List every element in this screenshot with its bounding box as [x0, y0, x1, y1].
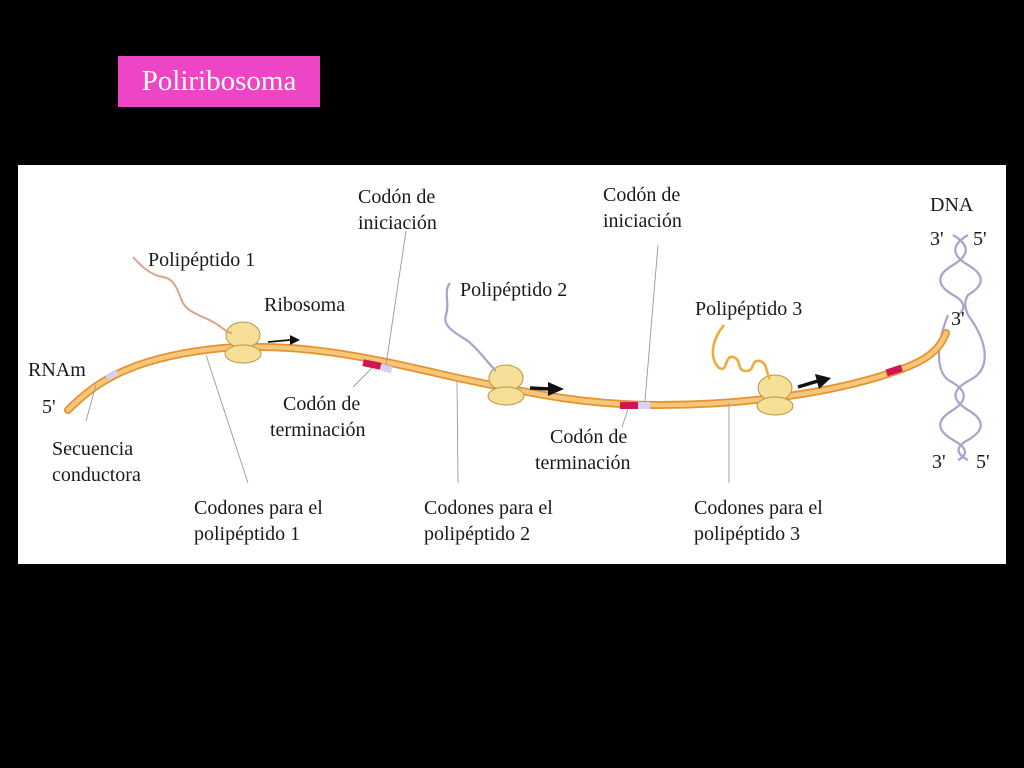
dna-bottom-three-prime: 3': [932, 451, 946, 473]
dna-label: DNA: [930, 194, 974, 216]
leader-sequence-label-line1: Secuencia: [52, 438, 133, 460]
leader-lines: [85, 230, 730, 484]
ribosome-3: [756, 374, 794, 416]
stop-codon-1-label-line2: terminación: [270, 419, 366, 441]
ribosome-2-direction-arrow: [529, 382, 564, 396]
dna-helix: [938, 234, 986, 461]
dna-middle-three-prime: 3': [951, 308, 965, 330]
ribosome-1-direction-arrow: [267, 335, 300, 345]
codons-2-label-line1: Codones para el: [424, 497, 553, 519]
stop-codon-marker-1: [362, 359, 382, 370]
mrna-strand: [64, 329, 950, 414]
polypeptide-3-label: Polipéptido 3: [695, 298, 802, 320]
codons-3-label-line1: Codones para el: [694, 497, 823, 519]
stop-codon-2-label-line1: Codón de: [550, 426, 627, 448]
leader-start-codon-marker: [105, 369, 119, 381]
stop-codon-marker-3: [885, 364, 903, 377]
codons-1-label-line1: Codones para el: [194, 497, 323, 519]
stop-codon-marker-2: [620, 402, 638, 409]
codons-1-label-line2: polipéptido 1: [194, 523, 300, 545]
codons-2-label-line2: polipéptido 2: [424, 523, 530, 545]
start-codon-marker-1: [380, 364, 393, 374]
polypeptide-1-chain: [132, 256, 233, 334]
ribosome-3-direction-arrow: [797, 374, 831, 389]
start-codon-2-label-line1: Codón de: [603, 184, 680, 206]
ribosome-label: Ribosoma: [264, 294, 345, 316]
stop-codon-1-label-line1: Codón de: [283, 393, 360, 415]
dna-bottom-five-prime: 5': [976, 451, 990, 473]
polypeptide-2-chain: [444, 282, 497, 372]
mrna-label: RNAm: [28, 359, 86, 381]
polypeptide-2-label: Polipéptido 2: [460, 279, 567, 301]
dna-top-three-prime: 3': [930, 228, 944, 250]
polyribosome-diagram: RNAm 5' Secuencia conductora Polipéptido…: [18, 165, 1006, 564]
start-codon-marker-2: [638, 402, 650, 409]
start-codon-2-label-line2: iniciación: [603, 210, 682, 232]
polypeptide-3-chain: [711, 324, 772, 380]
stop-codon-2-label-line2: terminación: [535, 452, 631, 474]
start-codon-1-label-line2: iniciación: [358, 212, 437, 234]
dna-top-five-prime: 5': [973, 228, 987, 250]
ribosome-2: [487, 364, 525, 406]
start-codon-1-label-line1: Codón de: [358, 186, 435, 208]
slide-title: Poliribosoma: [118, 56, 320, 107]
polypeptide-1-label: Polipéptido 1: [148, 249, 255, 271]
ribosome-1: [224, 321, 262, 364]
leader-sequence-label-line2: conductora: [52, 464, 141, 486]
codons-3-label-line2: polipéptido 3: [694, 523, 800, 545]
mrna-five-prime-label: 5': [42, 396, 56, 418]
